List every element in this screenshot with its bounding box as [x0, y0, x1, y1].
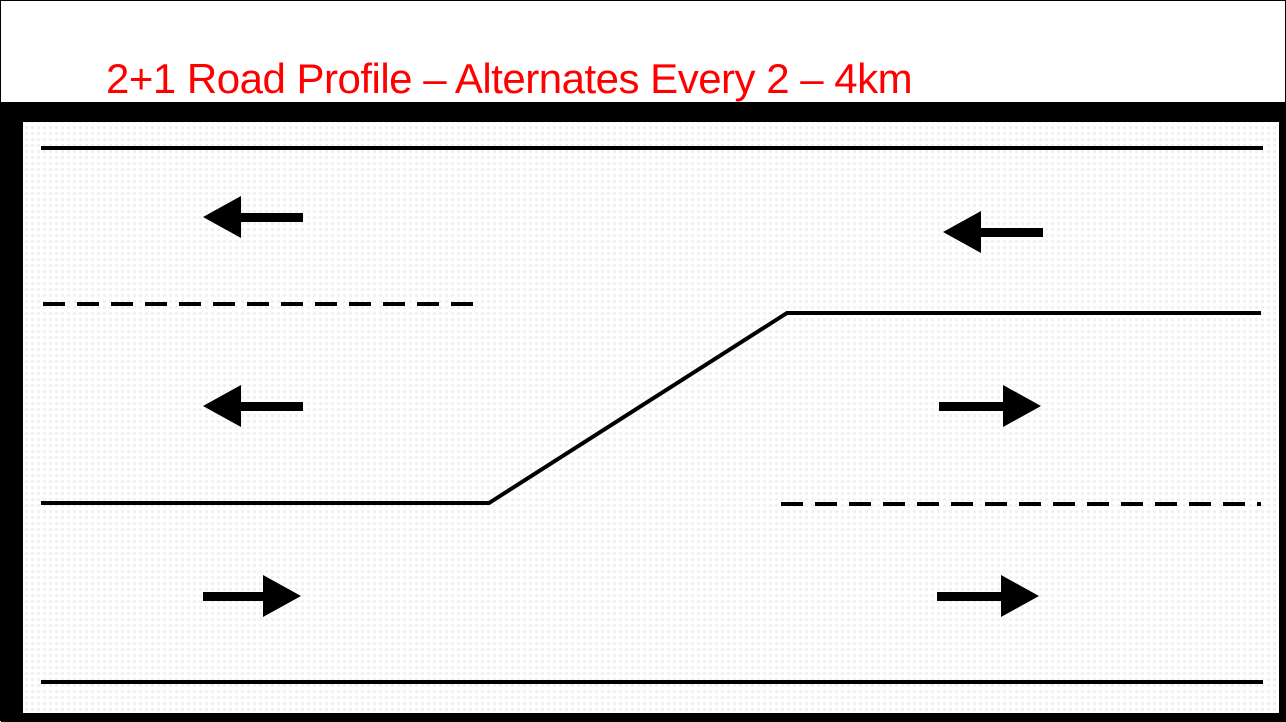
centre-line-solid-transition: [41, 311, 1261, 505]
slide-title: 2+1 Road Profile – Alternates Every 2 – …: [106, 55, 913, 102]
arrow-left-top-right-icon: [943, 211, 1043, 253]
arrow-left-top-left-icon: [203, 196, 303, 238]
road-surface: [23, 122, 1279, 713]
arrow-left-middle-left-icon: [203, 385, 303, 427]
arrow-right-bottom-right-icon: [937, 575, 1039, 617]
road-profile-diagram: [1, 102, 1286, 722]
arrow-right-middle-right-icon: [939, 385, 1041, 427]
arrow-right-bottom-left-icon: [203, 575, 301, 617]
